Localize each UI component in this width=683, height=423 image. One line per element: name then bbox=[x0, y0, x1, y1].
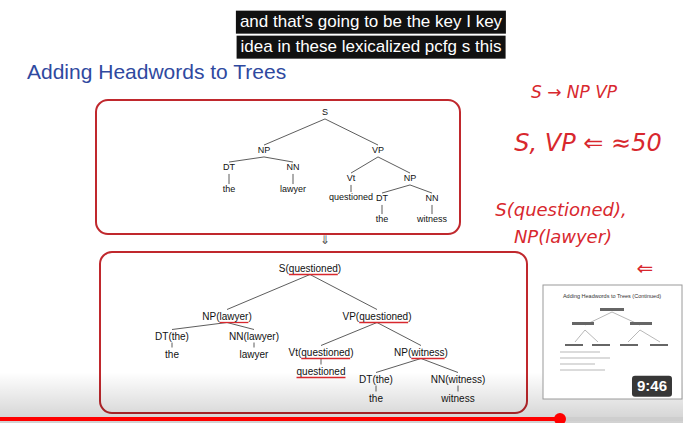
tree-branch bbox=[172, 343, 173, 348]
tree-label: Vt(questioned) bbox=[288, 347, 353, 358]
tree-word: witness bbox=[417, 215, 447, 225]
tree-label: DT(the) bbox=[359, 374, 393, 385]
head-underline bbox=[289, 274, 338, 275]
tree-branch bbox=[376, 359, 421, 373]
tree-label: S(questioned) bbox=[279, 263, 341, 274]
tree-word: the bbox=[223, 185, 236, 195]
tree-label: NP bbox=[404, 174, 417, 184]
tree-branch bbox=[432, 205, 433, 214]
tree-word: the bbox=[376, 215, 389, 225]
tree-branch bbox=[264, 119, 325, 145]
handwritten-note: S, VP ⇐ ≈50 bbox=[514, 130, 661, 156]
tree-branch bbox=[410, 185, 432, 193]
down-arrow: ⇓ bbox=[320, 234, 330, 247]
tree-word: the bbox=[165, 349, 179, 360]
tree-label: NP(witness) bbox=[394, 347, 448, 358]
handwritten-arrow: ⇐ bbox=[637, 257, 654, 279]
tree-label: NN(lawyer) bbox=[229, 331, 279, 342]
tree-label: S bbox=[322, 108, 328, 118]
tree-branch bbox=[227, 323, 254, 330]
tree-word: lawyer bbox=[240, 349, 269, 360]
tree-word: questioned bbox=[329, 193, 373, 203]
head-underline bbox=[301, 358, 350, 359]
tree-branch bbox=[254, 343, 255, 348]
tree-branch bbox=[310, 275, 377, 310]
tree-label: DT(the) bbox=[155, 331, 189, 342]
tree-word: witness bbox=[441, 393, 474, 404]
red-box bbox=[96, 100, 460, 234]
tree-branch bbox=[172, 323, 227, 330]
tree-branch bbox=[382, 185, 410, 193]
tree-branch bbox=[377, 323, 421, 346]
tree-branch bbox=[229, 174, 230, 184]
tree-label: NN bbox=[287, 163, 300, 173]
tree-branch bbox=[351, 157, 378, 173]
tree-label: NN(witness) bbox=[431, 374, 485, 385]
tree-branch bbox=[264, 157, 293, 162]
progress-track bbox=[0, 417, 683, 421]
subtitle-line: idea in these lexicalized pcfg s this bbox=[237, 36, 506, 59]
tree-word: the bbox=[369, 393, 383, 404]
tree-label: NP(lawyer) bbox=[202, 311, 251, 322]
progress-knob bbox=[554, 413, 566, 423]
tree-branch bbox=[458, 386, 459, 392]
tree-branch bbox=[382, 205, 383, 214]
head-underline bbox=[411, 358, 444, 359]
tree-branch bbox=[293, 174, 294, 184]
progress-bar bbox=[0, 417, 560, 421]
tree-label: NP bbox=[258, 146, 271, 156]
tree-word: questioned bbox=[297, 366, 346, 377]
tree-branch bbox=[229, 157, 264, 162]
tree-branch bbox=[321, 323, 377, 346]
tree-label: NN bbox=[426, 194, 439, 204]
tree-branch bbox=[351, 185, 352, 192]
timestamp: 9:46 bbox=[632, 376, 672, 397]
video-thumbnail bbox=[543, 285, 682, 399]
head-underline bbox=[359, 322, 408, 323]
handwritten-note: NP(lawyer) bbox=[514, 227, 612, 247]
head-underline bbox=[297, 377, 346, 378]
handwritten-note: S(questioned), bbox=[495, 200, 626, 220]
tree-label: VP(questioned) bbox=[343, 311, 412, 322]
head-underline bbox=[219, 322, 248, 323]
thumbnail-title: Adding Headwords to Trees (Continued) bbox=[563, 293, 661, 299]
tree-word: lawyer bbox=[280, 185, 306, 195]
tree-branch bbox=[321, 359, 322, 365]
subtitle-line: and that's going to be the key I key bbox=[236, 11, 506, 34]
handwritten-note: S → NP VP bbox=[531, 83, 617, 102]
tree-label: Vt bbox=[347, 174, 356, 184]
tree-branch bbox=[325, 119, 378, 145]
tree-label: VP bbox=[372, 146, 384, 156]
tree-label: DT bbox=[376, 194, 388, 204]
tree-branch bbox=[421, 359, 458, 373]
tree-branch bbox=[376, 386, 377, 392]
tree-branch bbox=[378, 157, 410, 173]
tree-branch bbox=[227, 275, 310, 310]
slide-title: Adding Headwords to Trees bbox=[27, 60, 286, 83]
tree-label: DT bbox=[223, 163, 235, 173]
